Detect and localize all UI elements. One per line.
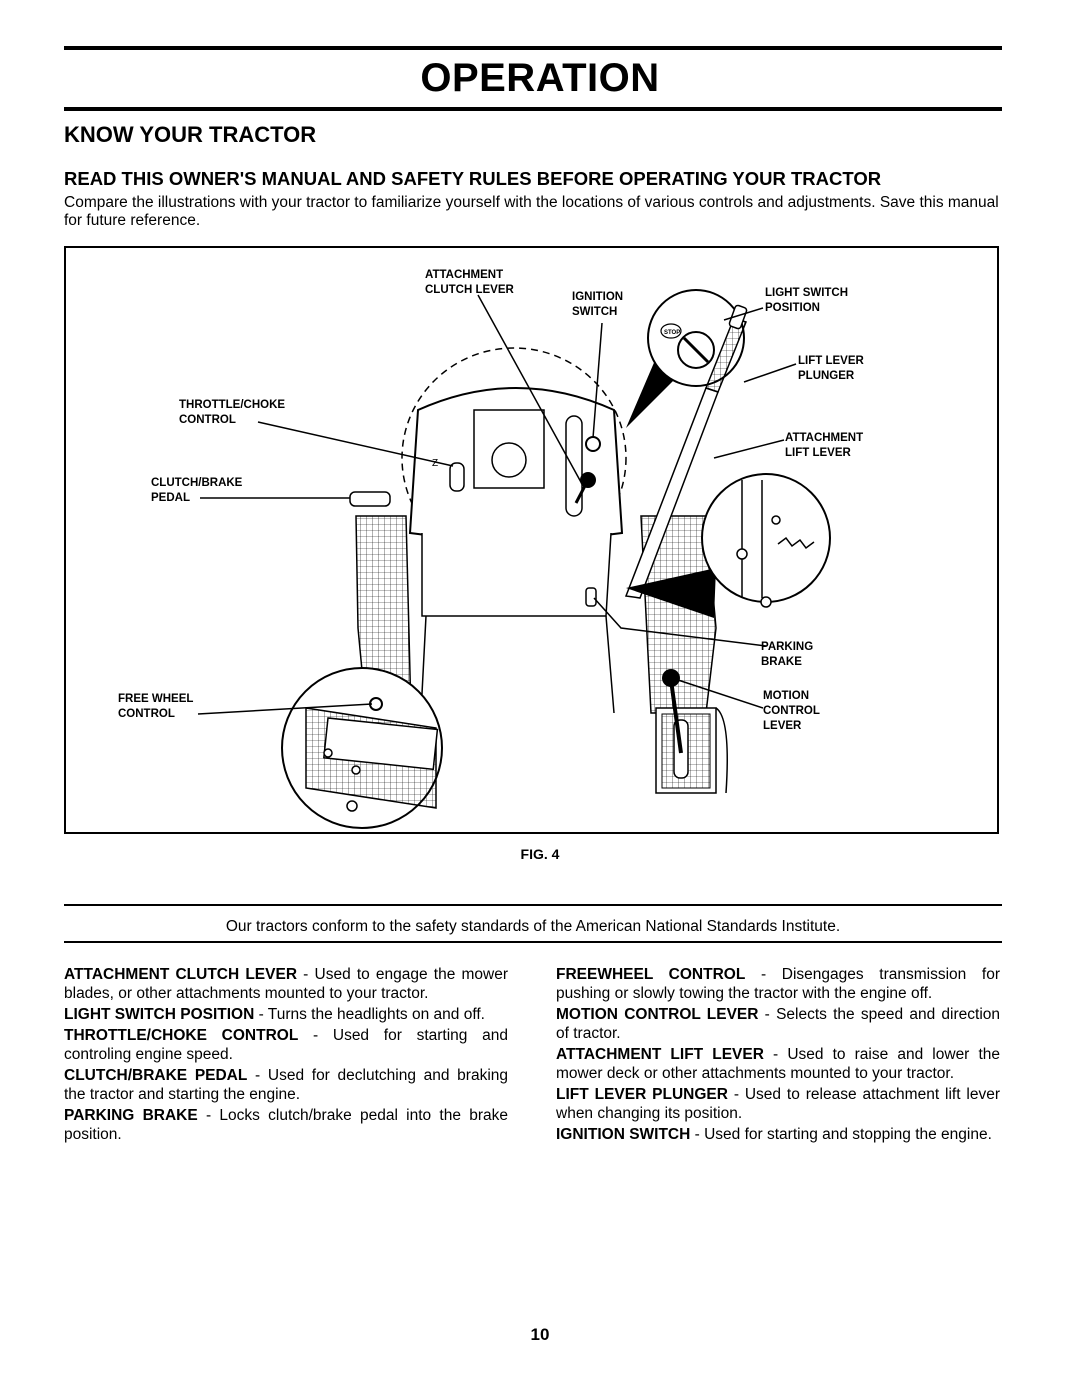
- description-text: - Locks clutch/brake pedal into the brak…: [64, 1107, 508, 1143]
- descriptions-right-column: FREEWHEEL CONTROL - Disengages transmiss…: [556, 965, 1000, 1146]
- description-text: - Used for declutching and braking the t…: [64, 1067, 509, 1103]
- page-number: 10: [530, 1325, 550, 1344]
- page-title: OPERATION: [420, 56, 660, 100]
- description-text: - Used for starting and controling engin…: [64, 1027, 508, 1063]
- description-item: LIFT LEVER PLUNGER - Used to release att…: [556, 1085, 1000, 1123]
- callout-free-wheel-control: FREE WHEEL CONTROL: [118, 693, 194, 720]
- leader-lift-plunger: [743, 363, 797, 383]
- description-term: ATTACHMENT LIFT LEVER: [556, 1046, 764, 1063]
- callout-attachment-lift-lever: ATTACHMENT LIFT LEVER: [785, 432, 864, 459]
- description-item: THROTTLE/CHOKE CONTROL - Used for starti…: [64, 1026, 508, 1064]
- leader-ignition-switch: [592, 322, 603, 439]
- leader-attachment-lift: [713, 439, 785, 459]
- lift-magnify-wedge: [626, 568, 716, 618]
- callout-throttle-choke-control: THROTTLE/CHOKE CONTROL: [179, 399, 286, 426]
- description-item: CLUTCH/BRAKE PEDAL - Used for declutchin…: [64, 1066, 508, 1104]
- description-term: LIGHT SWITCH POSITION: [64, 1006, 255, 1023]
- callout-lift-lever-plunger: LIFT LEVER PLUNGER: [798, 355, 864, 382]
- clutch-pedal: [349, 491, 391, 507]
- tractor-controls-figure: Z STOP: [64, 246, 999, 834]
- notice-rule-top: [64, 904, 1002, 906]
- description-text: - Turns the headlights on and off.: [254, 1006, 485, 1023]
- ignition-stop-label: STOP: [664, 330, 680, 336]
- ignition-switch-small: [585, 436, 601, 452]
- leader-throttle: [257, 421, 454, 467]
- tractor-illustration: Z STOP: [197, 289, 831, 829]
- standards-notice: Our tractors conform to the safety stand…: [225, 918, 841, 935]
- svg-text:Z: Z: [432, 458, 438, 469]
- leader-motion-control: [677, 679, 764, 709]
- callout-ignition-switch: IGNITION SWITCH: [572, 291, 624, 318]
- right-fender: [640, 515, 717, 714]
- description-item: IGNITION SWITCH - Used for starting and …: [556, 1125, 1000, 1144]
- description-term: MOTION CONTROL LEVER: [556, 1006, 759, 1023]
- figure-caption: FIG. 4: [520, 846, 560, 862]
- description-text: - Disengages transmission for pushing or…: [556, 966, 1000, 1002]
- description-item: ATTACHMENT LIFT LEVER - Used to raise an…: [556, 1045, 1000, 1083]
- leader-parking-brake: [593, 597, 767, 647]
- description-item: PARKING BRAKE - Locks clutch/brake pedal…: [64, 1106, 508, 1144]
- description-text: - Used to engage the mower blades, or ot…: [64, 966, 509, 1002]
- motion-control-knob: [662, 669, 680, 687]
- callout-clutch-brake-pedal: CLUTCH/BRAKE PEDAL: [151, 477, 243, 504]
- description-term: LIFT LEVER PLUNGER: [556, 1086, 728, 1103]
- leader-light-switch: [723, 307, 764, 321]
- dash-gauge: [491, 442, 527, 478]
- parking-brake-tab: [585, 587, 597, 607]
- description-term: THROTTLE/CHOKE CONTROL: [64, 1027, 299, 1044]
- section-heading: KNOW YOUR TRACTOR: [64, 122, 317, 147]
- description-text: - Used to raise and lower the mower deck…: [556, 1046, 1001, 1082]
- callout-parking-brake: PARKING BRAKE: [761, 641, 814, 668]
- notice-rule-bottom: [64, 941, 1002, 943]
- description-item: LIGHT SWITCH POSITION - Turns the headli…: [64, 1005, 508, 1024]
- description-term: PARKING BRAKE: [64, 1107, 198, 1124]
- intro-paragraph: Compare the illustrations with your trac…: [64, 194, 999, 229]
- description-item: FREEWHEEL CONTROL - Disengages transmiss…: [556, 965, 1000, 1003]
- description-text: - Used to release attachment lift lever …: [556, 1086, 1000, 1122]
- header-rule-bottom: [64, 107, 1002, 111]
- section-subheading: READ THIS OWNER'S MANUAL AND SAFETY RULE…: [64, 168, 882, 189]
- descriptions-left-column: ATTACHMENT CLUTCH LEVER - Used to engage…: [64, 965, 508, 1146]
- leader-free-wheel: [197, 703, 373, 715]
- lift-lever-magnified: [701, 473, 831, 603]
- description-text: - Used for starting and stopping the eng…: [690, 1126, 992, 1143]
- callout-motion-control-lever: MOTION CONTROL LEVER: [763, 690, 820, 732]
- callout-light-switch-position: LIGHT SWITCH POSITION: [765, 287, 849, 314]
- tractor-body: [421, 532, 612, 617]
- tractor-frame: [420, 615, 615, 714]
- description-term: ATTACHMENT CLUTCH LEVER: [64, 966, 298, 983]
- callout-attachment-clutch-lever: ATTACHMENT CLUTCH LEVER: [425, 269, 514, 296]
- description-term: IGNITION SWITCH: [556, 1126, 691, 1143]
- description-term: FREEWHEEL CONTROL: [556, 966, 746, 983]
- description-item: ATTACHMENT CLUTCH LEVER - Used to engage…: [64, 965, 508, 1003]
- throttle-knob: [449, 462, 465, 492]
- lift-lever-spring: [705, 317, 747, 393]
- leader-attachment-clutch: [477, 294, 583, 485]
- clutch-slot: [565, 415, 583, 517]
- description-text: - Selects the speed and direction of tra…: [556, 1006, 1000, 1042]
- description-term: CLUTCH/BRAKE PEDAL: [64, 1067, 248, 1084]
- description-item: MOTION CONTROL LEVER - Selects the speed…: [556, 1005, 1000, 1043]
- header-rule-top: [64, 46, 1002, 50]
